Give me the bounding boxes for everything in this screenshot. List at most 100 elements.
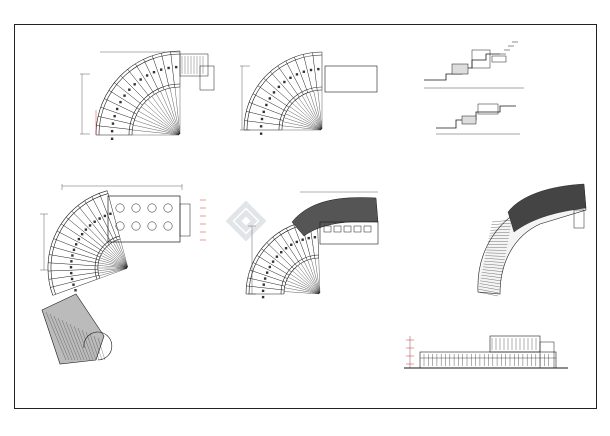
room-cell xyxy=(334,226,341,232)
furniture-mark xyxy=(262,296,264,298)
fan-spoke xyxy=(308,260,320,293)
furniture-mark xyxy=(128,88,130,90)
furniture-mark xyxy=(72,283,74,285)
building-mass xyxy=(478,104,498,114)
room-partition xyxy=(49,255,98,263)
fan-spoke xyxy=(283,122,321,130)
section-top-right-2 xyxy=(436,104,520,134)
furniture-mark xyxy=(74,289,76,291)
central-block xyxy=(320,222,378,244)
furniture-mark xyxy=(272,260,274,262)
room-partition xyxy=(279,232,300,264)
furniture-mark xyxy=(263,111,265,113)
hatched-wing xyxy=(42,294,104,364)
fan-spoke xyxy=(109,245,128,267)
furniture-mark xyxy=(167,67,169,69)
furniture-mark xyxy=(266,271,268,273)
furniture-mark xyxy=(261,118,263,120)
plan-top-left xyxy=(80,51,214,140)
room-cell xyxy=(324,226,331,232)
wall-arc xyxy=(282,90,322,130)
room-partition xyxy=(48,263,98,266)
hatched-roof-band xyxy=(292,198,378,236)
furniture-mark xyxy=(85,228,87,230)
table-group xyxy=(132,204,140,212)
furniture-mark xyxy=(111,138,113,140)
facade-tower xyxy=(540,342,554,368)
furniture-mark xyxy=(70,260,72,262)
fan-spoke xyxy=(107,247,128,268)
furniture-mark xyxy=(111,130,113,132)
room-cell xyxy=(364,226,371,232)
table-group xyxy=(164,222,172,230)
furniture-mark xyxy=(81,233,83,235)
furniture-mark xyxy=(119,101,121,103)
room-partition xyxy=(313,53,318,91)
table-group xyxy=(116,222,124,230)
facade-main xyxy=(420,352,556,368)
room-partition xyxy=(98,116,133,124)
caption-plan-middle-center xyxy=(318,300,320,304)
fan-spoke xyxy=(292,103,321,129)
stair-block xyxy=(180,204,190,236)
furniture-mark xyxy=(109,213,111,215)
furniture-mark xyxy=(71,254,73,256)
furniture-mark xyxy=(280,251,282,253)
fan-spoke xyxy=(284,291,319,293)
furniture-mark xyxy=(290,244,292,246)
fan-spoke xyxy=(98,268,127,273)
furniture-mark xyxy=(71,278,73,280)
room-partition xyxy=(128,69,150,97)
end-room xyxy=(200,66,214,90)
room-partition xyxy=(114,83,142,105)
furniture-mark xyxy=(139,78,141,80)
fan-spoke xyxy=(314,91,322,129)
furniture-mark xyxy=(285,247,287,249)
furniture-mark xyxy=(314,236,316,238)
plan-top-middle xyxy=(240,52,377,135)
furniture-mark xyxy=(296,73,298,75)
wall-arc xyxy=(279,87,322,130)
furniture-mark xyxy=(276,256,278,258)
furniture-mark xyxy=(123,94,125,96)
plan-middle-center xyxy=(246,192,378,298)
facade-upper xyxy=(490,336,540,352)
furniture-mark xyxy=(262,290,264,292)
room-partition xyxy=(135,64,154,94)
furniture-mark xyxy=(75,243,77,245)
furniture-mark xyxy=(283,81,285,83)
furniture-mark xyxy=(260,132,262,134)
room-partition xyxy=(286,61,304,95)
furniture-mark xyxy=(98,217,100,219)
furniture-mark xyxy=(269,97,271,99)
furniture-mark xyxy=(264,277,266,279)
furniture-mark xyxy=(146,74,148,76)
fan-spoke xyxy=(315,258,320,293)
room-partition xyxy=(253,94,287,112)
furniture-mark xyxy=(112,122,114,124)
table-group xyxy=(164,204,172,212)
furniture-mark xyxy=(278,86,280,88)
furniture-mark xyxy=(289,77,291,79)
central-block xyxy=(108,196,180,242)
table-group xyxy=(148,222,156,230)
room-partition xyxy=(109,90,139,109)
room-cell xyxy=(344,226,351,232)
caption-plan-top-middle xyxy=(310,142,312,146)
furniture-mark xyxy=(104,215,106,217)
furniture-mark xyxy=(303,71,305,73)
room-partition xyxy=(78,206,109,245)
room-partition xyxy=(286,228,303,262)
furniture-mark xyxy=(89,224,91,226)
fan-spoke xyxy=(101,255,127,267)
table-group xyxy=(116,204,124,212)
furniture-mark xyxy=(113,115,115,117)
building-mass xyxy=(472,50,490,68)
caption-plan-middle-left xyxy=(118,300,120,304)
building-mass xyxy=(462,116,476,124)
room-partition xyxy=(144,59,160,91)
room-partition xyxy=(245,121,283,126)
furniture-mark xyxy=(93,221,95,223)
caption-plan-top-left xyxy=(152,142,154,146)
